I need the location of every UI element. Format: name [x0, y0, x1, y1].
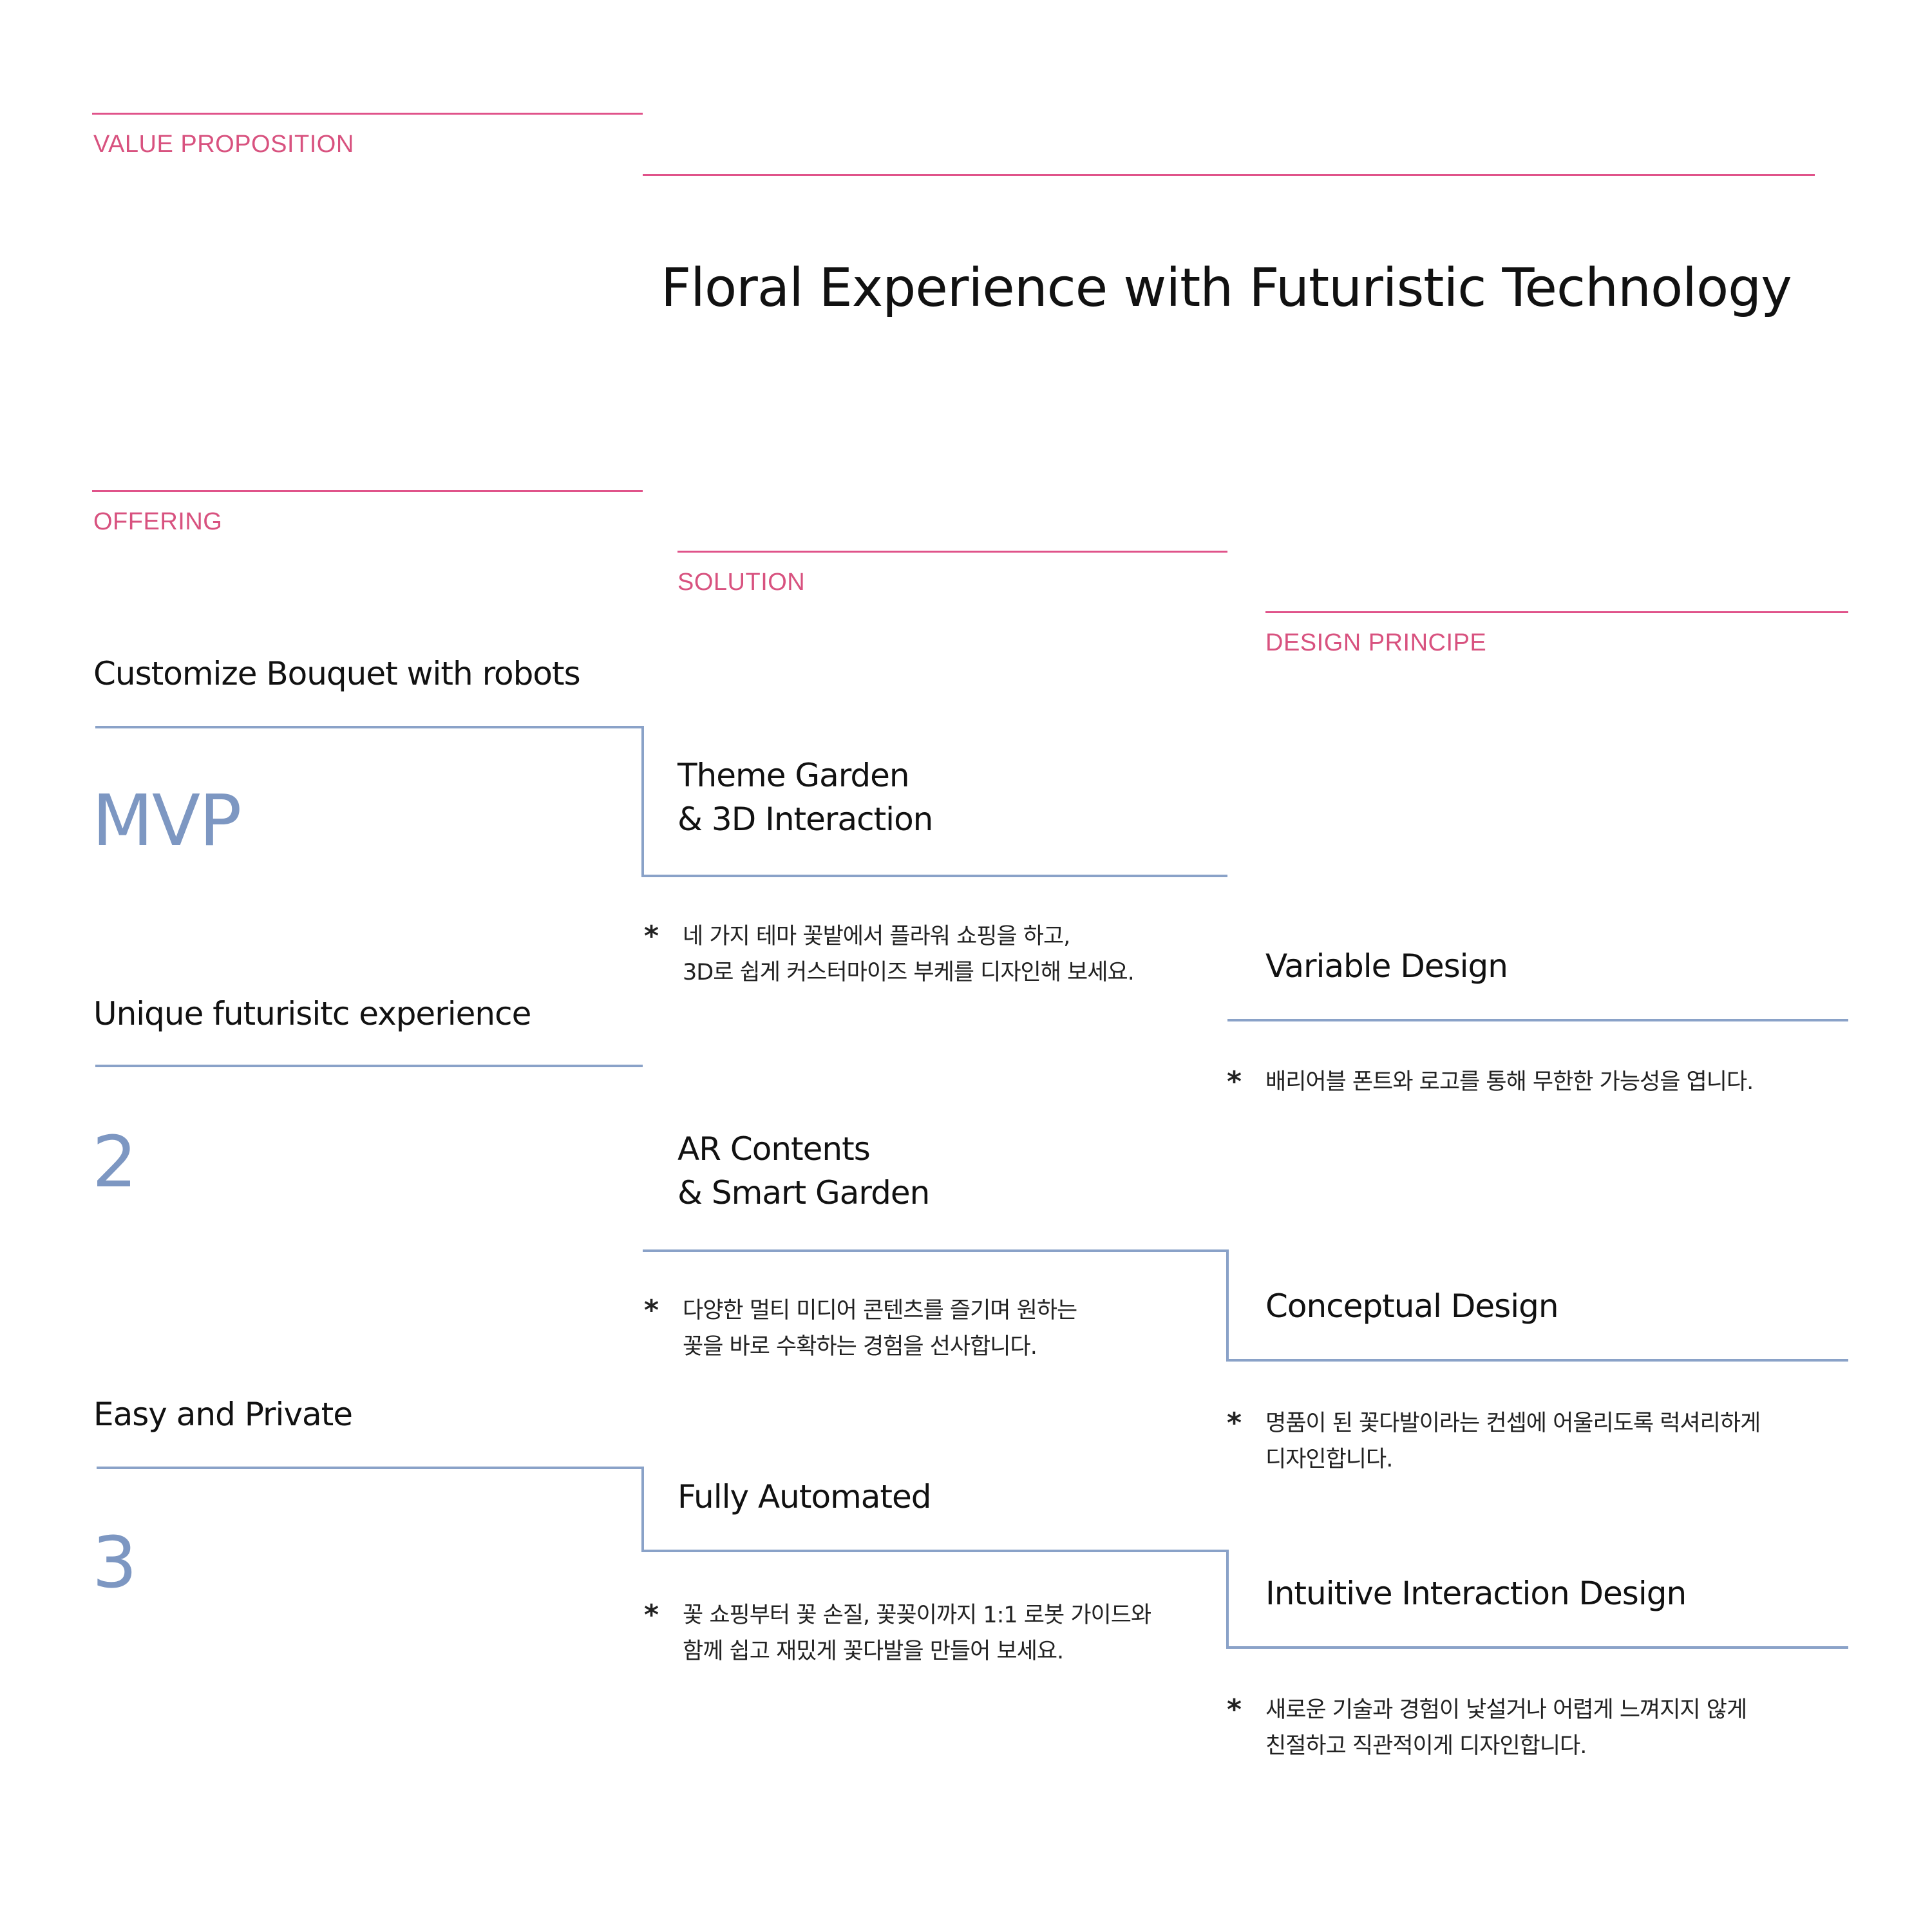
offering-number-3: 3 — [92, 1521, 137, 1604]
design-note-1-line-1: 배리어블 폰트와 로고를 통해 무한한 가능성을 엽니다. — [1265, 1069, 1754, 1095]
frame-3 — [97, 1467, 1848, 1649]
asterisk-icon: * — [1227, 1693, 1242, 1726]
solution-note-1: * 네 가지 테마 꽃밭에서 플라워 쇼핑을 하고, 3D로 쉽게 커스터마이즈… — [644, 918, 1135, 991]
solution-rule — [677, 551, 1227, 553]
solution-note-2-line-1: 다양한 멀티 미디어 콘텐츠를 즐기며 원하는 — [683, 1298, 1077, 1324]
solution-note-1-line-2: 3D로 쉽게 커스터마이즈 부케를 디자인해 보세요. — [683, 960, 1135, 985]
offering-number-2: 2 — [92, 1121, 137, 1203]
design-rule — [1265, 611, 1848, 613]
design-principe-label: DESIGN PRINCIPE — [1265, 629, 1487, 656]
solution-note-3: * 꽃 쇼핑부터 꽃 손질, 꽃꽂이까지 1:1 로봇 가이드와 함께 쉽고 재… — [644, 1597, 1151, 1669]
offering-rule — [92, 490, 643, 492]
solution-note-1-line-1: 네 가지 테마 꽃밭에서 플라워 쇼핑을 하고, — [683, 924, 1070, 949]
solution-title-3: Fully Automated — [677, 1478, 932, 1515]
design-note-2-line-2: 디자인합니다. — [1265, 1447, 1393, 1472]
solution-title-1: Theme Garden & 3D Interaction — [677, 757, 933, 838]
design-note-2-line-1: 명품이 된 꽃다발이라는 컨셉에 어울리도록 럭셔리하게 — [1265, 1410, 1761, 1436]
design-note-3-line-1: 새로운 기술과 경험이 낯설거나 어렵게 느껴지지 않게 — [1265, 1697, 1747, 1723]
design-note-3-line-2: 친절하고 직관적이게 디자인합니다. — [1265, 1733, 1587, 1759]
design-title-2: Conceptual Design — [1265, 1287, 1559, 1325]
value-proposition-label: VALUE PROPOSITION — [93, 131, 354, 158]
offering-label: OFFERING — [93, 508, 223, 535]
design-title-3: Intuitive Interaction Design — [1265, 1575, 1687, 1612]
asterisk-icon: * — [1227, 1065, 1242, 1098]
design-title-1: Variable Design — [1265, 947, 1508, 985]
design-note-3: * 새로운 기술과 경험이 낯설거나 어렵게 느껴지지 않게 친절하고 직관적이… — [1227, 1692, 1747, 1764]
value-rule — [92, 113, 643, 115]
asterisk-icon: * — [644, 920, 659, 953]
offering-title-2: Unique futurisitc experience — [93, 995, 531, 1032]
offering-number-mvp: MVP — [92, 779, 242, 862]
design-note-1: * 배리어블 폰트와 로고를 통해 무한한 가능성을 엽니다. — [1227, 1064, 1754, 1100]
solution-label: SOLUTION — [677, 569, 806, 596]
solution-note-3-line-2: 함께 쉽고 재밌게 꽃다발을 만들어 보세요. — [683, 1638, 1064, 1664]
asterisk-icon: * — [644, 1294, 659, 1327]
solution-note-3-line-1: 꽃 쇼핑부터 꽃 손질, 꽃꽂이까지 1:1 로봇 가이드와 — [683, 1602, 1151, 1628]
page-title: Floral Experience with Futuristic Techno… — [661, 258, 1792, 319]
offering-title-1: Customize Bouquet with robots — [93, 655, 581, 692]
frame-ar — [643, 1249, 1848, 1362]
asterisk-icon: * — [644, 1599, 659, 1631]
solution-note-2: * 다양한 멀티 미디어 콘텐츠를 즐기며 원하는 꽃을 바로 수확하는 경험을… — [644, 1293, 1077, 1365]
solution-title-2: AR Contents & Smart Garden — [677, 1130, 930, 1211]
frame-mvp — [95, 726, 1227, 877]
asterisk-icon: * — [1227, 1407, 1242, 1439]
offering-title-3: Easy and Private — [93, 1396, 353, 1433]
title-rule — [643, 174, 1815, 176]
design-note-2: * 명품이 된 꽃다발이라는 컨셉에 어울리도록 럭셔리하게 디자인합니다. — [1227, 1405, 1761, 1477]
solution-note-2-line-2: 꽃을 바로 수확하는 경험을 선사합니다. — [683, 1334, 1037, 1360]
